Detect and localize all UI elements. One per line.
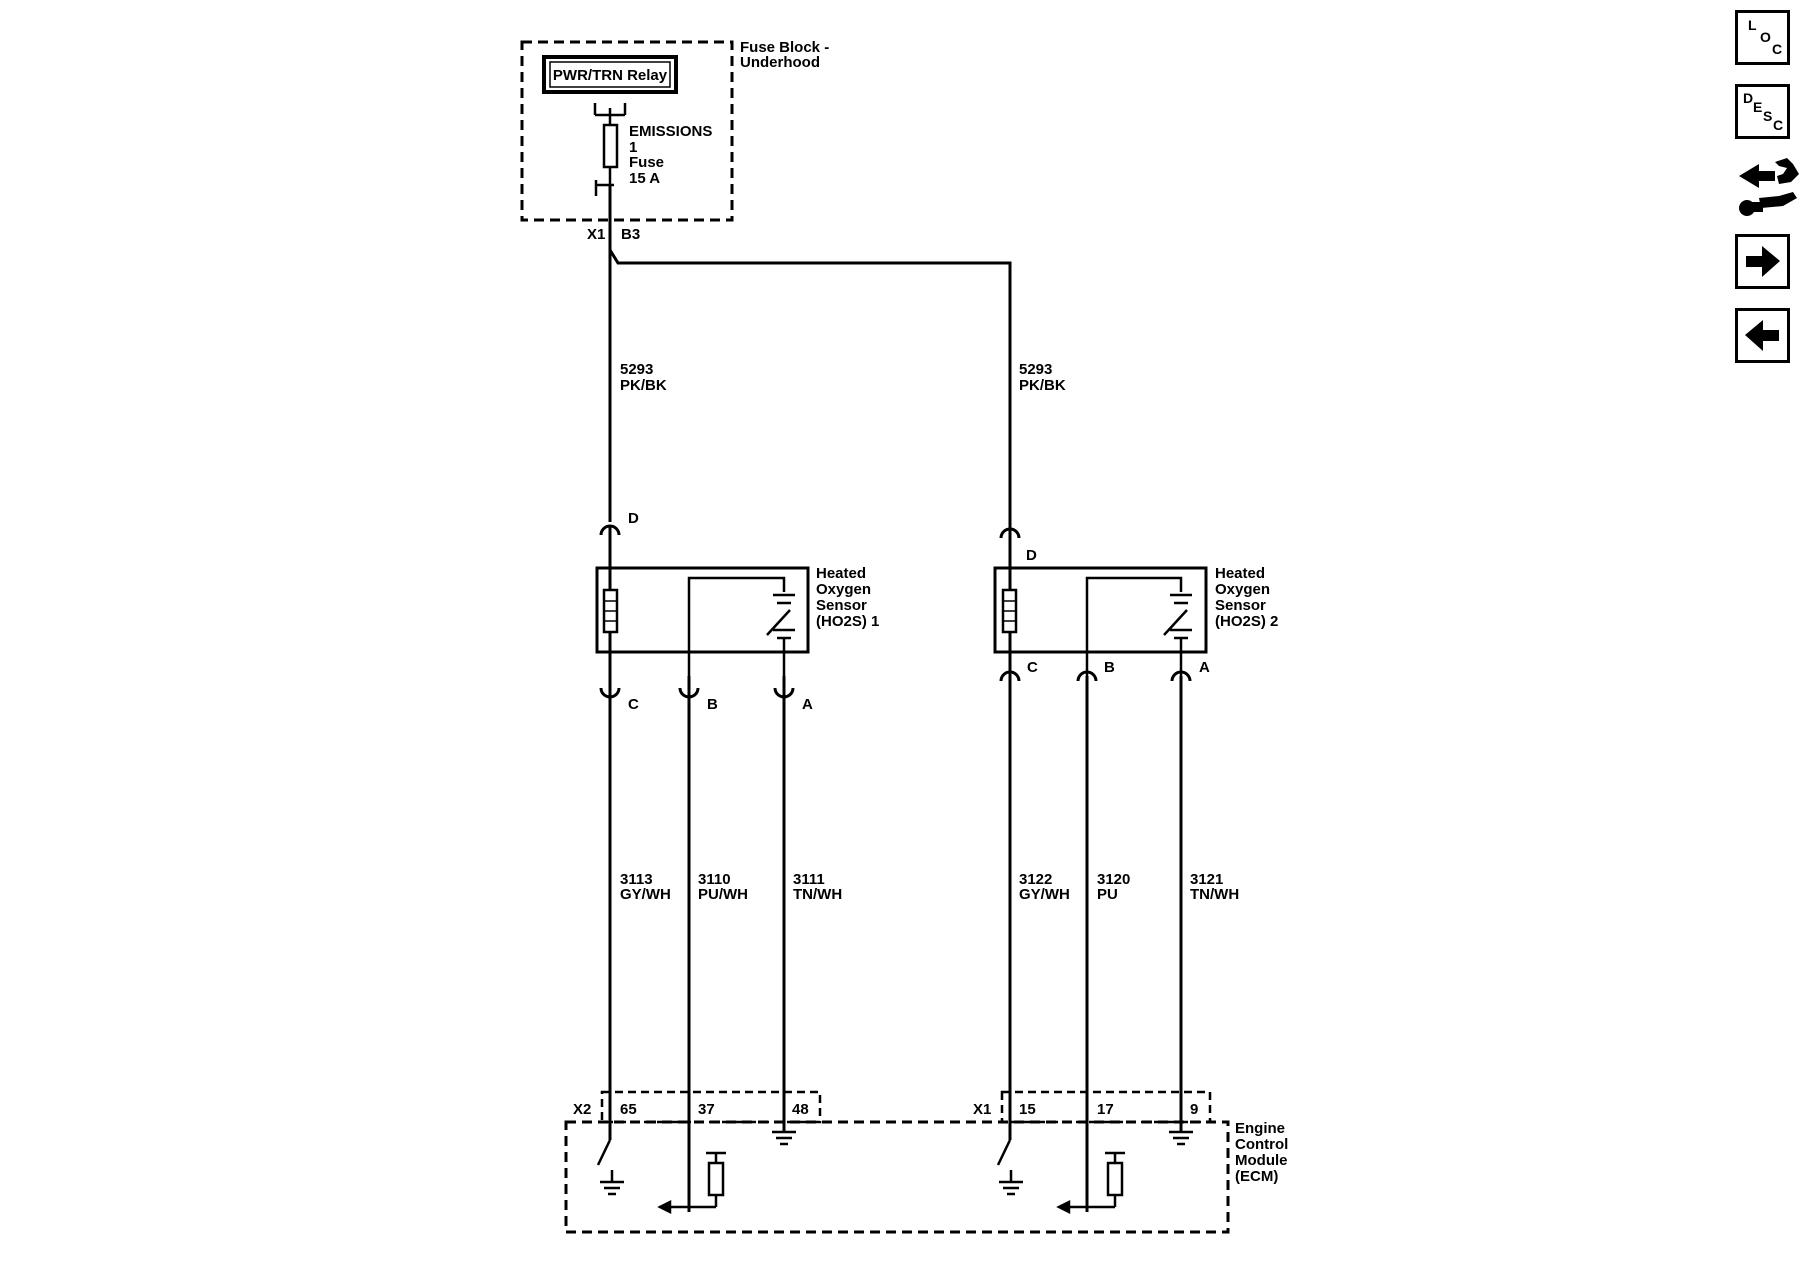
sensor2-pin-a-label: A bbox=[1199, 659, 1210, 676]
fuse-pin-label: B3 bbox=[621, 226, 640, 243]
desc-icon-s: S bbox=[1763, 108, 1773, 124]
connector-tools-icon bbox=[1739, 158, 1799, 216]
s2-wire-3-color: TN/WH bbox=[1190, 886, 1239, 903]
s2-wire-1-color: GY/WH bbox=[1019, 886, 1070, 903]
ecm-switch-1 bbox=[596, 1139, 624, 1196]
ecm-title-4: (ECM) bbox=[1235, 1168, 1278, 1185]
feed-wire-1-circuit: 5293 bbox=[620, 361, 653, 378]
loc-icon-c: C bbox=[1772, 41, 1783, 57]
fuse-symbol bbox=[593, 103, 627, 196]
sensor1-pin-d-label: D bbox=[628, 510, 639, 527]
sensor2-title-4: (HO2S) 2 bbox=[1215, 613, 1278, 630]
s2-wire-3-circuit: 3121 bbox=[1190, 871, 1223, 888]
s1-wire-2-color: PU/WH bbox=[698, 886, 748, 903]
ecm-pin-48: 48 bbox=[792, 1101, 809, 1118]
fuse-block-outline bbox=[520, 40, 734, 222]
feed-wire-1-color: PK/BK bbox=[620, 377, 667, 394]
sensor1-element bbox=[766, 593, 795, 676]
s1-wire-3-circuit: 3111 bbox=[793, 871, 825, 888]
next-button[interactable] bbox=[1735, 234, 1790, 289]
desc-button[interactable]: D E S C bbox=[1735, 84, 1790, 139]
sensor2-box bbox=[993, 566, 1208, 654]
ecm-pullup-2 bbox=[1056, 1151, 1125, 1215]
loc-icon-o: O bbox=[1760, 29, 1771, 45]
s2-wire-2-color: PU bbox=[1097, 886, 1118, 903]
sensor2-title-1: Heated bbox=[1215, 565, 1265, 582]
sensor2-pin-b-label: B bbox=[1104, 659, 1115, 676]
s1-wire-3-color: TN/WH bbox=[793, 886, 842, 903]
ecm-outline bbox=[564, 1120, 1230, 1234]
ecm-switch-2 bbox=[996, 1139, 1023, 1196]
ecm-pin-17: 17 bbox=[1097, 1101, 1114, 1118]
ecm-connector-x2-label: X2 bbox=[573, 1101, 591, 1118]
previous-button[interactable] bbox=[1735, 308, 1790, 363]
loc-icon-l: L bbox=[1748, 17, 1757, 33]
wiring-diagram: Fuse Block - Underhood PWR/TRN Relay EMI… bbox=[520, 39, 1288, 1234]
feed-wire-2-circuit: 5293 bbox=[1019, 361, 1052, 378]
sensor2-element bbox=[1163, 593, 1192, 676]
s1-wire-1-color: GY/WH bbox=[620, 886, 671, 903]
sensor1-pin-d bbox=[599, 524, 621, 568]
s1-wire-1-circuit: 3113 bbox=[620, 871, 653, 888]
desc-icon-c: C bbox=[1773, 117, 1784, 133]
ecm-ground-1 bbox=[772, 1130, 796, 1146]
sensor2-pin-c-label: C bbox=[1027, 659, 1038, 676]
sensor1-pin-b-label: B bbox=[707, 696, 718, 713]
sensor1-title-2: Oxygen bbox=[816, 581, 871, 598]
ecm-pin-65: 65 bbox=[620, 1101, 637, 1118]
ecm-connector-x1 bbox=[1000, 1090, 1212, 1124]
ecm-connector-x1-label: X1 bbox=[973, 1101, 991, 1118]
s1-wire-2-circuit: 3110 bbox=[698, 871, 731, 888]
ecm-pin-37: 37 bbox=[698, 1101, 715, 1118]
ecm-title-2: Control bbox=[1235, 1136, 1288, 1153]
desc-icon-e: E bbox=[1753, 99, 1763, 115]
sensor2-title-3: Sensor bbox=[1215, 597, 1266, 614]
sensor1-pin-a-label: A bbox=[802, 696, 813, 713]
relay-label: PWR/TRN Relay bbox=[553, 67, 668, 84]
fuse-label-3: Fuse bbox=[629, 154, 664, 171]
ecm-title-1: Engine bbox=[1235, 1120, 1285, 1137]
s2-wire-1-circuit: 3122 bbox=[1019, 871, 1052, 888]
sensor2-pin-d bbox=[999, 522, 1021, 568]
sensor1-title-3: Sensor bbox=[816, 597, 867, 614]
ecm-pin-15: 15 bbox=[1019, 1101, 1036, 1118]
fuse-block-title-1: Fuse Block - bbox=[740, 39, 829, 56]
ecm-pin-9: 9 bbox=[1190, 1101, 1198, 1118]
sensor1-pin-c-label: C bbox=[628, 696, 639, 713]
fuse-block-title-2: Underhood bbox=[740, 54, 820, 71]
sensor2-title-2: Oxygen bbox=[1215, 581, 1270, 598]
connector-tools-button[interactable] bbox=[1735, 152, 1800, 220]
left-arrow-icon bbox=[1745, 320, 1779, 351]
sensor1-bottom-connectors bbox=[599, 652, 795, 1212]
fuse-connector-label: X1 bbox=[587, 226, 605, 243]
loc-button[interactable]: L O C bbox=[1735, 10, 1790, 65]
feed-wire-2-color: PK/BK bbox=[1019, 377, 1066, 394]
right-arrow-icon bbox=[1746, 246, 1780, 277]
s2-wire-2-circuit: 3120 bbox=[1097, 871, 1130, 888]
fuse-label-2: 1 bbox=[629, 139, 637, 156]
fuse-label-1: EMISSIONS bbox=[629, 123, 712, 140]
feed-wire-5293-branch bbox=[608, 249, 1012, 522]
ecm-ground-2 bbox=[1169, 1130, 1193, 1146]
sensor1-title-1: Heated bbox=[816, 565, 866, 582]
sensor2-bottom-connectors bbox=[999, 652, 1192, 1212]
ecm-pullup-1 bbox=[657, 1151, 726, 1215]
fuse-label-4: 15 A bbox=[629, 170, 660, 187]
sensor2-pin-d-label: D bbox=[1026, 547, 1037, 564]
sensor1-title-4: (HO2S) 1 bbox=[816, 613, 879, 630]
sensor1-box bbox=[595, 566, 810, 654]
relay-box bbox=[542, 55, 678, 94]
ecm-title-3: Module bbox=[1235, 1152, 1288, 1169]
desc-icon-d: D bbox=[1743, 90, 1754, 106]
